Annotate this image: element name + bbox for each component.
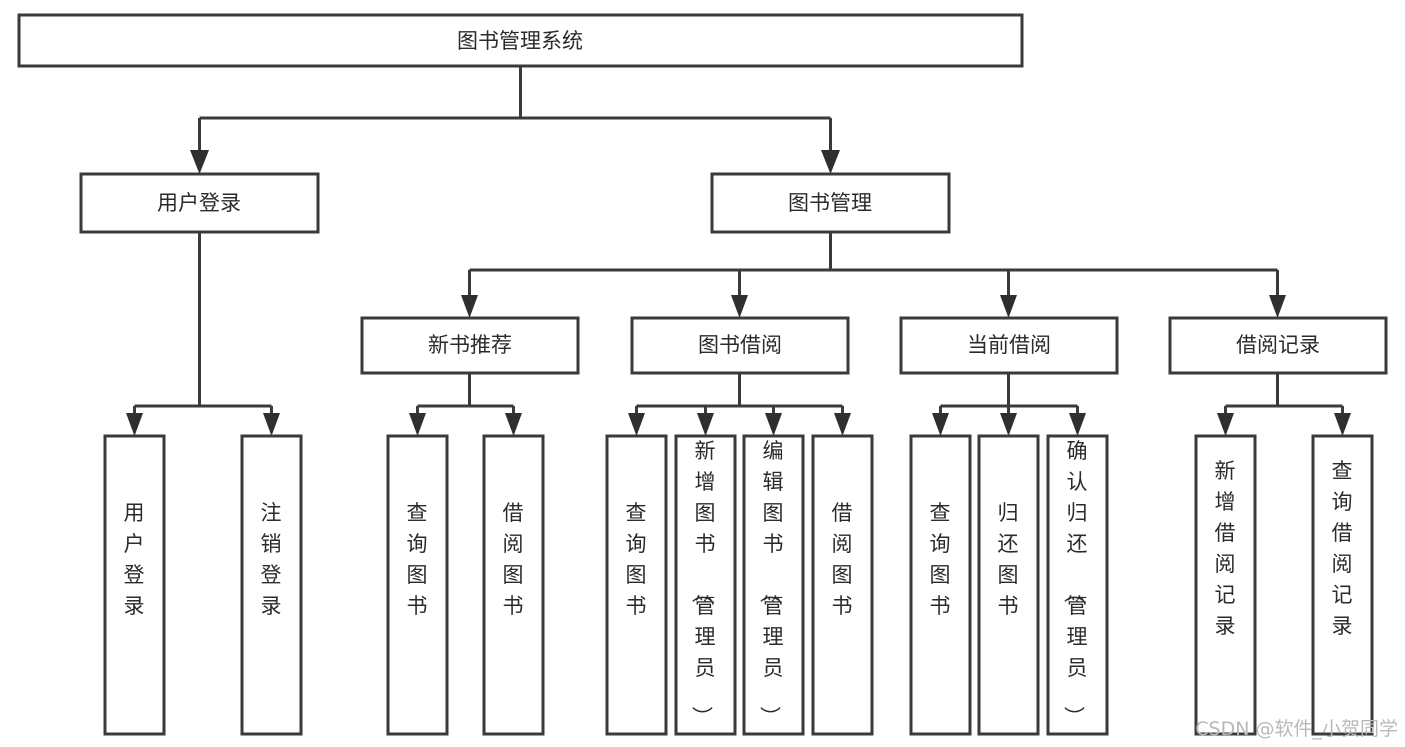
node-book-borrow-box[interactable] [630,316,850,375]
node-leaf-rec-query-book[interactable]: 查询图书 [386,434,449,736]
arrow-head-user-login [190,150,209,174]
arrow-head-new-book-rec [461,295,478,318]
arrow-head-leaf-cur-confirm-return [1069,413,1086,436]
node-leaf-rec-add-record-box[interactable] [1194,434,1257,736]
node-book-borrow-label: 图书借阅 [698,333,782,357]
node-root-box[interactable] [17,13,1024,68]
arrow-head-leaf-rec-query-book [409,413,426,436]
node-current-borrow[interactable]: 当前借阅 [899,316,1119,375]
node-leaf-user-login-box[interactable] [103,434,166,736]
node-leaf-bor-borrow-book-label: 借阅图书 [832,501,853,618]
node-leaf-rec-add-record-label: 新增借阅记录 [1215,459,1236,638]
node-borrow-record-box[interactable] [1168,316,1388,375]
arrow-head-current-borrow [1000,295,1017,318]
node-leaf-bor-borrow-book-box[interactable] [811,434,874,736]
arrow-head-leaf-cur-query-book [932,413,949,436]
node-leaf-user-logout-label: 注销登录 [261,501,282,618]
node-new-book-rec-label: 新书推荐 [428,333,512,357]
node-leaf-user-logout[interactable]: 注销登录 [240,434,303,736]
arrow-head-leaf-bor-query-book [628,413,645,436]
node-leaf-bor-query-book-box[interactable] [605,434,668,736]
node-leaf-rec-borrow-book[interactable]: 借阅图书 [482,434,545,736]
arrow-head-book-manage [821,150,840,174]
node-user-login-label: 用户登录 [157,191,241,215]
node-leaf-user-logout-box[interactable] [240,434,303,736]
arrow-head-leaf-rec-borrow-book [505,413,522,436]
arrow-head-leaf-bor-add-book [697,413,714,436]
node-leaf-cur-query-book[interactable]: 查询图书 [909,434,972,736]
node-current-borrow-box[interactable] [899,316,1119,375]
node-leaf-user-login[interactable]: 用户登录 [103,434,166,736]
node-root[interactable]: 图书管理系统 [17,13,1024,68]
node-book-manage-label: 图书管理 [788,191,872,215]
node-root-label: 图书管理系统 [457,29,583,53]
node-leaf-rec-query-record[interactable]: 查询借阅记录 [1311,434,1374,736]
node-new-book-rec[interactable]: 新书推荐 [360,316,580,375]
node-leaf-bor-add-book[interactable]: 新增图书（管理员） [674,434,737,736]
node-leaf-cur-return-book[interactable]: 归还图书 [977,434,1040,736]
node-current-borrow-label: 当前借阅 [967,333,1051,357]
node-leaf-bor-edit-book-label: 编辑图书（管理员） [758,439,784,727]
node-leaf-rec-query-book-box[interactable] [386,434,449,736]
node-leaf-rec-query-record-box[interactable] [1311,434,1374,736]
node-leaf-bor-add-book-box[interactable] [674,434,737,736]
arrow-head-leaf-rec-query-record [1334,413,1351,436]
node-borrow-record-label: 借阅记录 [1236,333,1320,357]
arrow-head-leaf-bor-edit-book [765,413,782,436]
node-leaf-bor-edit-book[interactable]: 编辑图书（管理员） [742,434,805,736]
csdn-watermark: CSDN @软件_小贺同学 [1195,718,1398,740]
node-leaf-bor-query-book[interactable]: 查询图书 [605,434,668,736]
node-leaf-rec-borrow-book-box[interactable] [482,434,545,736]
connector-layer [126,66,1351,436]
arrow-head-leaf-rec-add-record [1217,413,1234,436]
arrow-head-leaf-user-login [126,413,143,436]
arrow-head-leaf-user-logout [263,413,280,436]
node-leaf-cur-confirm-return[interactable]: 确认归还（管理员） [1046,434,1109,736]
arrow-head-book-borrow [731,295,748,318]
node-leaf-cur-return-book-box[interactable] [977,434,1040,736]
node-new-book-rec-box[interactable] [360,316,580,375]
arrow-head-leaf-cur-return-book [1000,413,1017,436]
node-leaf-rec-query-record-label: 查询借阅记录 [1332,459,1353,638]
node-book-manage[interactable]: 图书管理 [710,172,951,234]
node-leaf-user-login-label: 用户登录 [124,501,145,618]
node-leaf-bor-borrow-book[interactable]: 借阅图书 [811,434,874,736]
node-leaf-cur-query-book-box[interactable] [909,434,972,736]
node-leaf-bor-query-book-label: 查询图书 [626,501,647,618]
node-user-login-box[interactable] [79,172,320,234]
node-user-login[interactable]: 用户登录 [79,172,320,234]
arrow-head-borrow-record [1269,295,1286,318]
node-book-manage-box[interactable] [710,172,951,234]
node-leaf-cur-confirm-return-label: 确认归还（管理员） [1062,439,1088,727]
node-leaf-rec-borrow-book-label: 借阅图书 [503,501,524,618]
node-leaf-bor-add-book-label: 新增图书（管理员） [690,439,716,727]
node-leaf-rec-add-record[interactable]: 新增借阅记录 [1194,434,1257,736]
node-leaf-cur-query-book-label: 查询图书 [930,501,951,618]
node-leaf-cur-confirm-return-box[interactable] [1046,434,1109,736]
node-leaf-rec-query-book-label: 查询图书 [407,501,428,618]
node-book-borrow[interactable]: 图书借阅 [630,316,850,375]
node-borrow-record[interactable]: 借阅记录 [1168,316,1388,375]
node-leaf-cur-return-book-label: 归还图书 [998,501,1019,618]
arrow-head-leaf-bor-borrow-book [834,413,851,436]
node-leaf-bor-edit-book-box[interactable] [742,434,805,736]
